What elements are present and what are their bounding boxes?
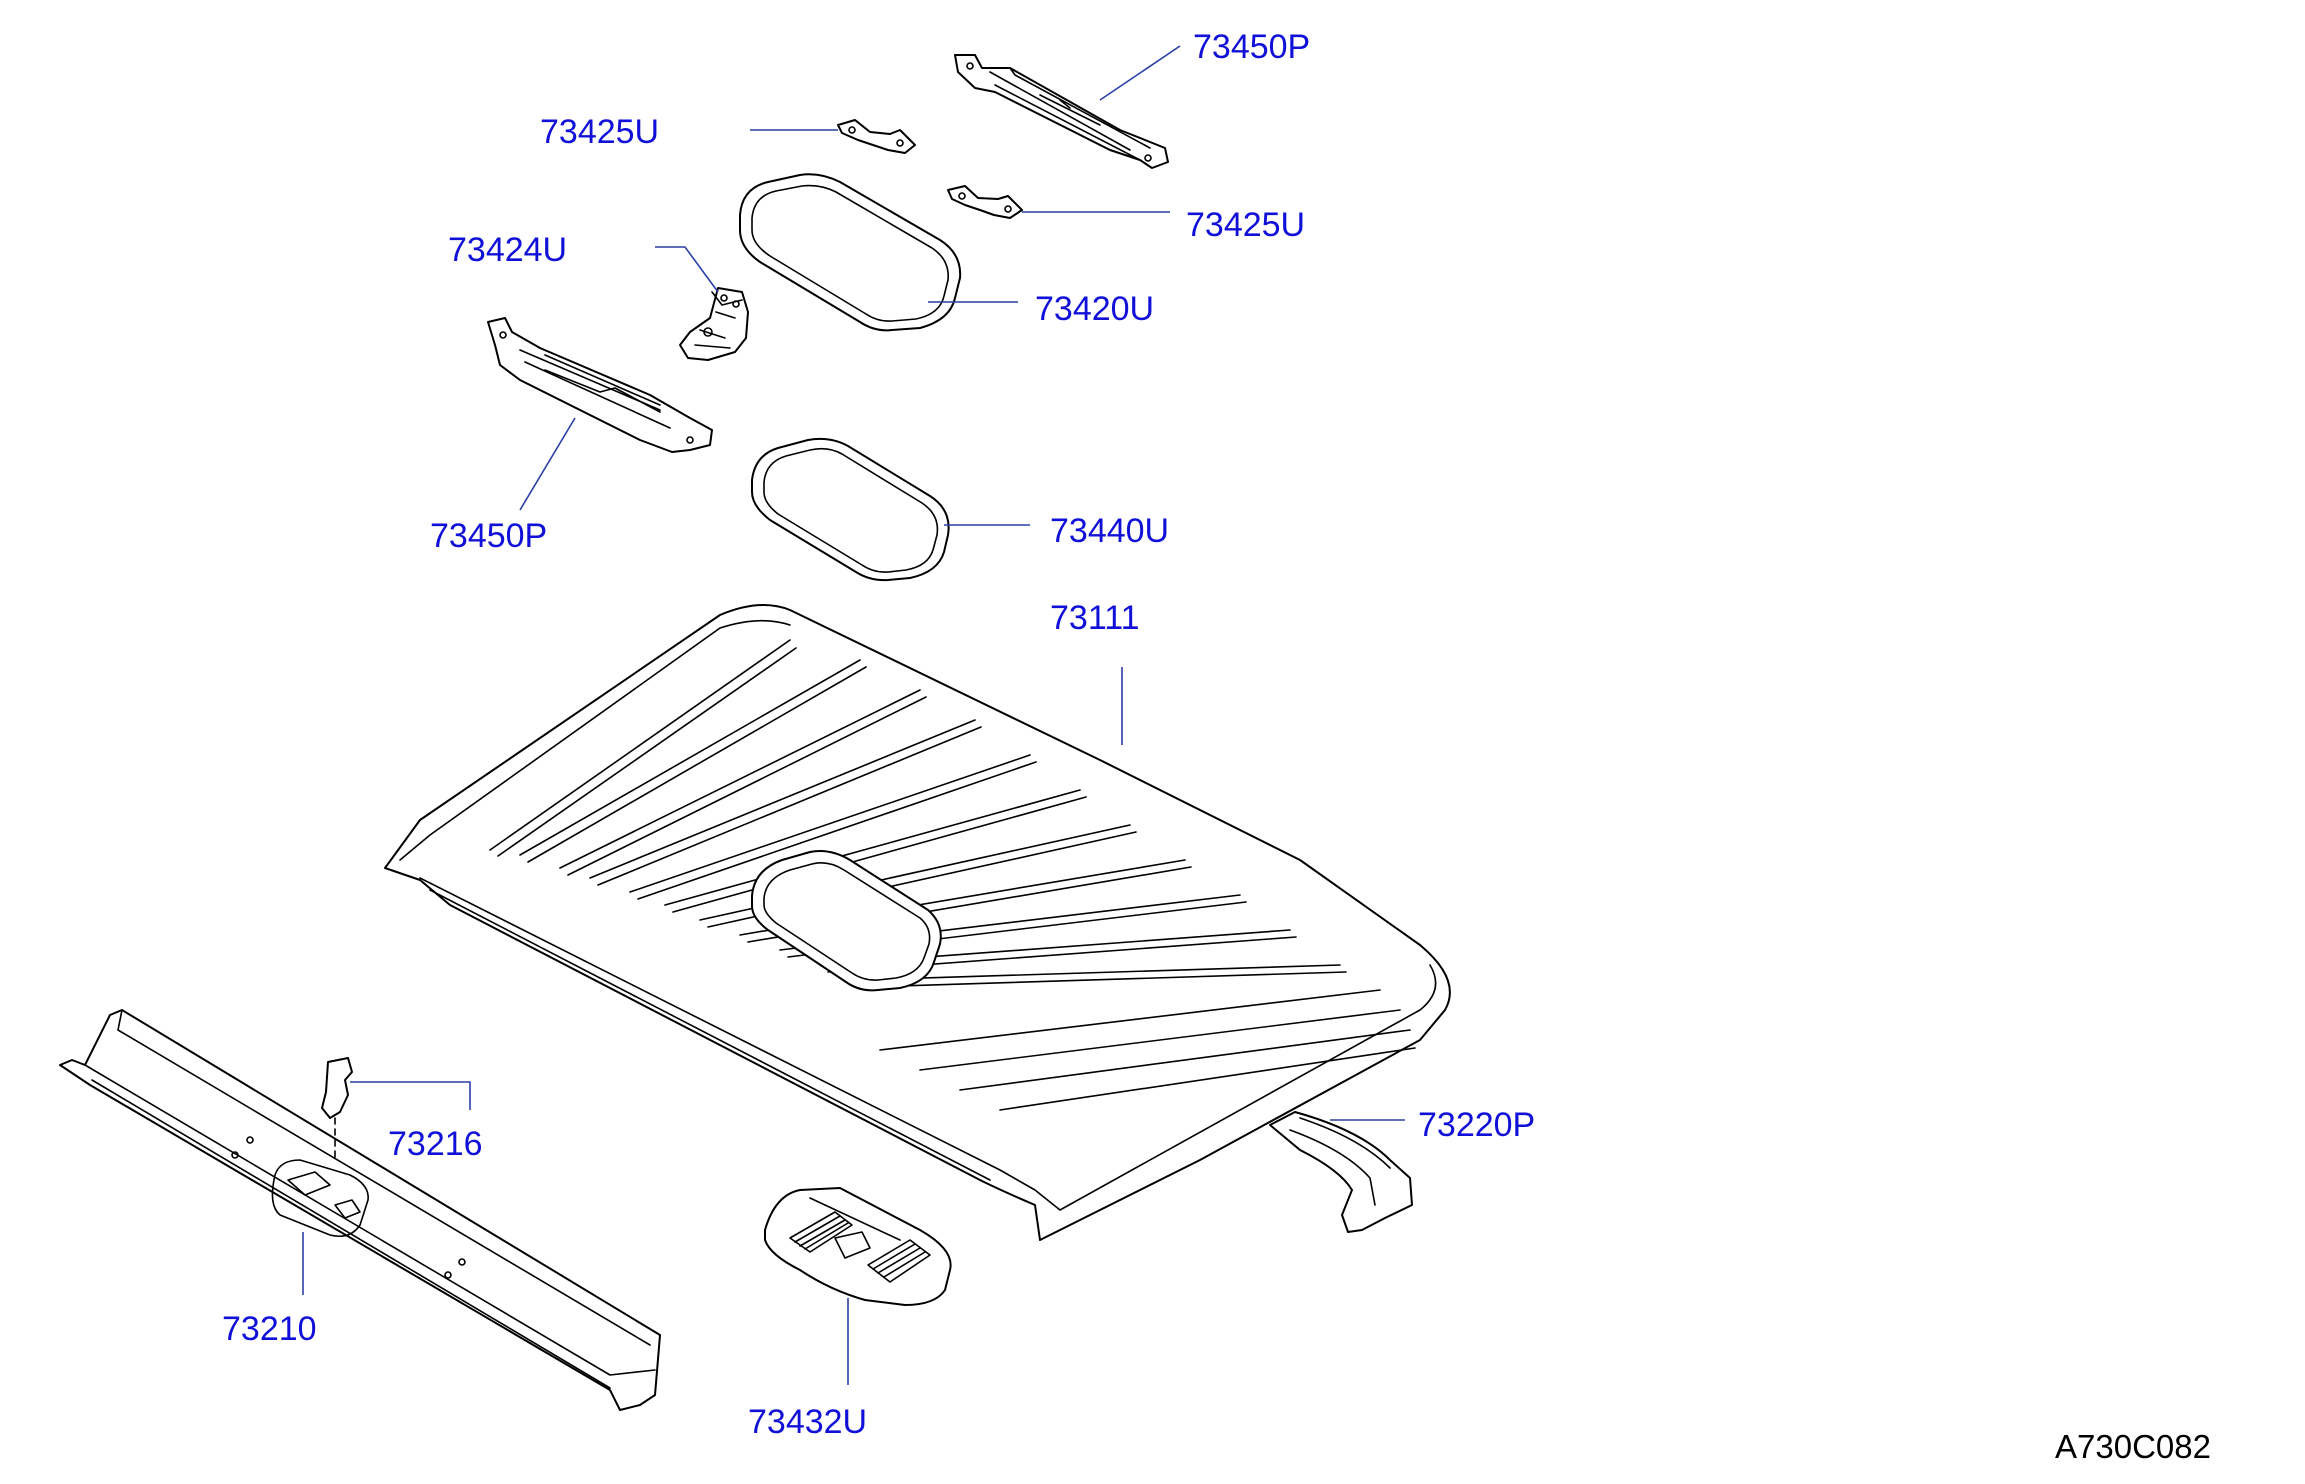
leader-lines: [302, 45, 1405, 1385]
callout-73450p-top: 73450P: [1193, 28, 1310, 66]
roof-rail-bracket-top: [954, 54, 1169, 169]
rear-roof-bow: [1269, 1111, 1413, 1233]
callout-73450p-bottom: 73450P: [430, 517, 547, 555]
sunroof-frame: [751, 437, 950, 582]
callout-73425u-left: 73425U: [540, 113, 659, 151]
leader-73216: [350, 1081, 471, 1110]
sunroof-bracket-right: [947, 185, 1023, 219]
sunroof-latch: [679, 287, 749, 361]
callout-73425u-right: 73425U: [1186, 206, 1305, 244]
callout-73424u: 73424U: [448, 231, 567, 269]
callout-73210: 73210: [222, 1310, 317, 1348]
roof-panel: [384, 604, 1451, 1241]
front-roof-header: [59, 1009, 661, 1411]
callout-73420u: 73420U: [1035, 290, 1154, 328]
callout-73216: 73216: [388, 1125, 483, 1163]
reference-code: A730C082: [2055, 1428, 2211, 1465]
callout-73220p: 73220P: [1418, 1106, 1535, 1144]
callout-73432u: 73432U: [748, 1403, 867, 1441]
leader-73450p-bottom: [519, 417, 576, 511]
sunroof-bracket-left: [837, 119, 916, 154]
sunroof-glass-panel: [739, 173, 962, 332]
header-clip: [321, 1057, 353, 1161]
roof-console: [764, 1187, 952, 1306]
leader-73424u: [655, 246, 719, 293]
callout-73440u: 73440U: [1050, 512, 1169, 550]
leader-73450p-top: [1099, 45, 1181, 101]
callout-labels: 73450P 73425U 73425U 73424U 73420U 73450…: [222, 28, 2211, 1465]
callout-73111: 73111: [1050, 599, 1140, 637]
roof-rail-bracket-bottom: [487, 317, 713, 453]
